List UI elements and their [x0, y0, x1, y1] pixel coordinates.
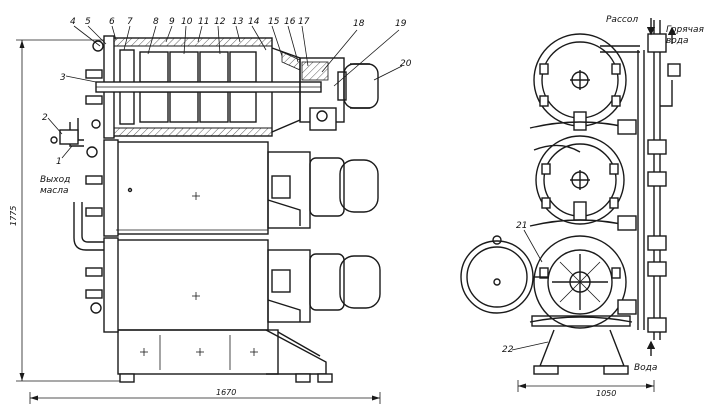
oil-outlet-label-1: Выход: [40, 175, 70, 185]
callout-14: 14: [248, 17, 260, 27]
hinged-cover: [460, 235, 548, 314]
front-cylinder-bottom: [529, 235, 633, 329]
callout-15: 15: [268, 17, 280, 27]
width-dimension: [517, 380, 655, 392]
callout-22: 22: [502, 345, 514, 355]
front-view: [460, 18, 681, 392]
height-dimension: [16, 39, 125, 382]
callout-18: 18: [353, 19, 365, 29]
length-dimension: [29, 392, 381, 404]
front-cylinder-top: [529, 33, 631, 131]
side-view: [16, 25, 403, 404]
flow-labels: Выход масла Рассол Горячая вода Вода: [40, 15, 704, 373]
flow-arrows: [646, 18, 677, 356]
callout-21: 21: [516, 221, 527, 231]
callout-5: 5: [85, 17, 91, 27]
callout-2: 2: [42, 113, 48, 123]
height-dim-label: 1775: [9, 206, 18, 226]
hot-water-label-1: Горячая: [666, 25, 704, 35]
callout-11: 11: [198, 17, 209, 27]
callout-19: 19: [395, 19, 407, 29]
callout-9: 9: [169, 17, 175, 27]
callout-7: 7: [127, 17, 133, 27]
front-stand: [533, 329, 629, 375]
oil-outlet-label-2: масла: [40, 186, 69, 196]
cylinder-middle: [85, 139, 379, 237]
callout-17: 17: [298, 17, 310, 27]
callout-12: 12: [214, 17, 226, 27]
length-dim-label: 1670: [216, 388, 236, 397]
callout-3: 3: [60, 73, 66, 83]
callout-10: 10: [181, 17, 193, 27]
callout-20: 20: [400, 59, 412, 69]
front-cylinder-middle: [529, 135, 631, 227]
callout-leaders: [47, 25, 403, 159]
width-dim-label: 1050: [596, 389, 616, 398]
callout-numbers: 4 5 6 7 8 9 10 11 12 13 14 15 16 17 18 1…: [42, 17, 527, 355]
callout-13: 13: [232, 17, 244, 27]
water-label: Вода: [634, 363, 657, 373]
brine-label: Рассол: [606, 15, 638, 25]
hot-water-label-2: вода: [666, 36, 689, 46]
callout-4: 4: [70, 17, 76, 27]
oil-outlet-pipe: [50, 118, 104, 251]
dimension-labels: 1775 1670 1050: [9, 206, 616, 398]
base-frame: [117, 329, 333, 383]
callout-1: 1: [56, 157, 62, 167]
cylinder-top: [85, 35, 379, 139]
manifold-pipes: [600, 20, 681, 340]
callout-8: 8: [153, 17, 159, 27]
cylinder-bottom: [85, 237, 381, 333]
callout-16: 16: [284, 17, 296, 27]
callout-6: 6: [109, 17, 115, 27]
